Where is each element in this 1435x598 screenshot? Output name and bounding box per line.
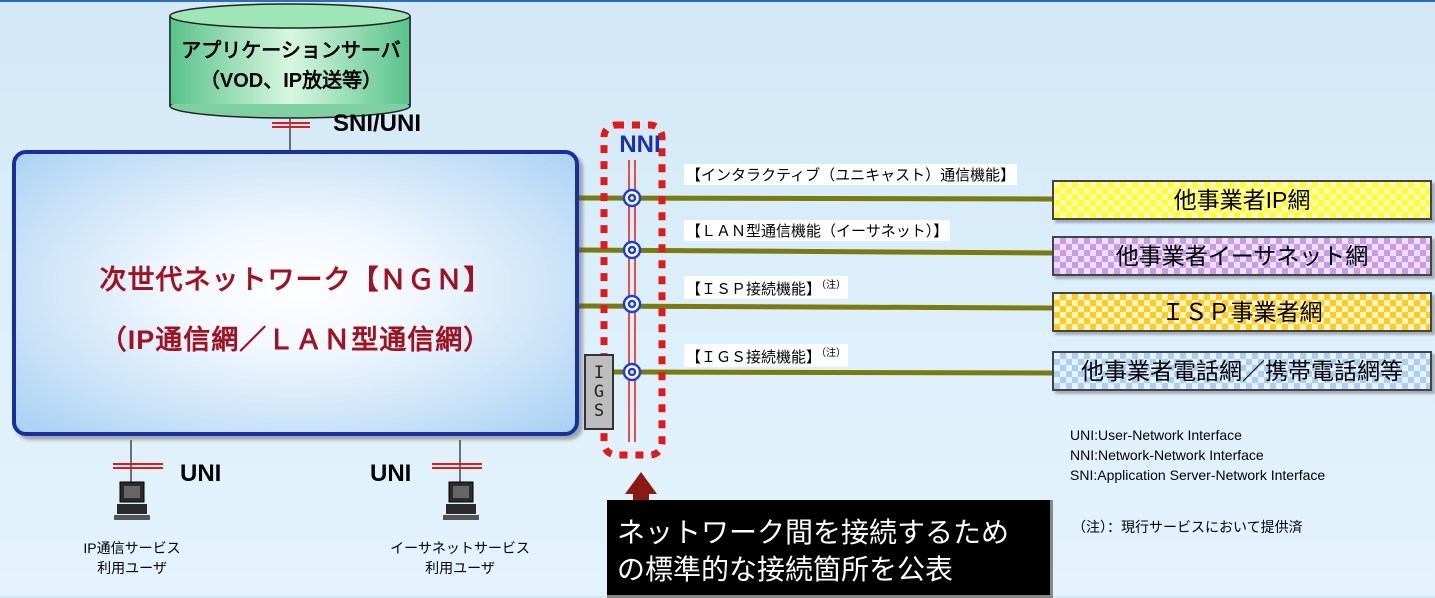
user-label-line: イーサネットサービス	[390, 540, 530, 556]
function-label-text: 【ＬＡＮ型通信機能（イーサネット）】	[686, 223, 949, 240]
app-server: アプリケーションサーバ （VOD、IP放送等）	[160, 36, 422, 96]
function-label-text: 【ＩＧＳ接続機能】	[686, 349, 822, 366]
ngn-box: 次世代ネットワーク【ＮＧＮ】 （IP通信網／ＬＡＮ型通信網）	[12, 150, 579, 436]
connection-lines	[578, 195, 1053, 376]
app-server-examples: （VOD、IP放送等）	[199, 70, 383, 92]
user-link-right	[432, 440, 482, 482]
glossary-item: SNI:Application Server-Network Interface	[1070, 467, 1326, 483]
function-label-isp: 【ＩＳＰ接続機能】（注）	[684, 276, 849, 299]
function-label-text: 【インタラクティブ（ユニキャスト）通信機能】	[686, 167, 1016, 184]
nni-connection-points	[622, 188, 642, 382]
igs-box: I G S	[584, 354, 614, 430]
function-label-igs: 【ＩＧＳ接続機能】（注）	[684, 344, 849, 367]
function-label-lan: 【ＬＡＮ型通信機能（イーサネット）】	[684, 220, 951, 241]
app-server-cylinder	[169, 3, 411, 119]
sni-uni-label: SNI/UNI	[333, 110, 422, 137]
user-link-left	[113, 440, 163, 482]
glossary: UNI:User-Network Interface NNI:Network-N…	[1070, 425, 1325, 485]
function-note: （注）	[821, 280, 847, 291]
pc-icon-right	[443, 481, 479, 520]
nni-dashed-frame	[600, 121, 666, 459]
callout-box: ネットワーク間を接続するため の標準的な接続箇所を公表	[607, 500, 1053, 598]
function-label-interactive: 【インタラクティブ（ユニキャスト）通信機能】	[684, 164, 1018, 185]
igs-char: I	[593, 362, 605, 383]
uni-label-left: UNI	[180, 460, 222, 487]
ngn-title: 次世代ネットワーク【ＮＧＮ】	[99, 265, 492, 295]
user-label-line: 利用ユーザ	[97, 560, 167, 576]
external-network-phone: 他事業者電話網／携帯電話網等	[1052, 351, 1432, 391]
user-label-line: 利用ユーザ	[425, 560, 495, 576]
user-label-line: IP通信サービス	[83, 540, 181, 556]
external-network-ethernet: 他事業者イーサネット網	[1052, 236, 1432, 276]
callout-line: の標準的な接続箇所を公表	[617, 554, 954, 585]
external-network-ip: 他事業者IP網	[1052, 180, 1432, 220]
app-server-name: アプリケーションサーバ	[181, 40, 401, 62]
user-label-ip: IP通信サービス 利用ユーザ	[62, 538, 202, 578]
igs-char: S	[593, 400, 605, 421]
callout-line: ネットワーク間を接続するため	[617, 517, 1010, 548]
function-note: （注）	[821, 348, 847, 359]
ngn-subtitle: （IP通信網／ＬＡＮ型通信網）	[99, 325, 492, 355]
igs-char: G	[593, 381, 605, 402]
glossary-item: UNI:User-Network Interface	[1070, 427, 1242, 443]
sni-uni-marker	[272, 122, 310, 128]
nni-label: NNI	[619, 131, 661, 158]
external-network-isp: ＩＳＰ事業者網	[1052, 292, 1432, 332]
user-label-ethernet: イーサネットサービス 利用ユーザ	[370, 538, 550, 578]
callout-arrow-icon	[625, 472, 657, 494]
function-label-text: 【ＩＳＰ接続機能】	[686, 281, 822, 298]
pc-icon-left	[114, 481, 150, 520]
glossary-item: NNI:Network-Network Interface	[1070, 447, 1264, 463]
uni-label-right: UNI	[370, 460, 412, 487]
footnote: （注）：現行サービスにおいて提供済	[1072, 519, 1303, 535]
